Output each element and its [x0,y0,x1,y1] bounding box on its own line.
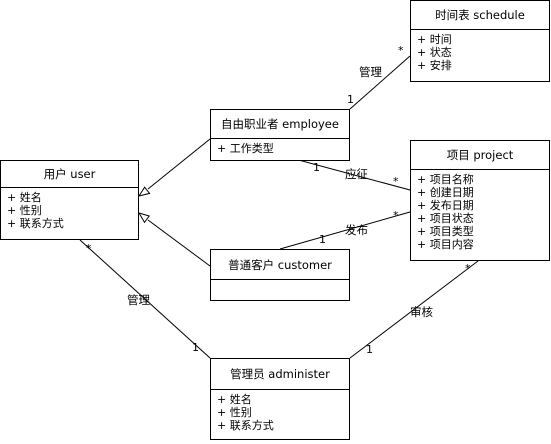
multiplicity-schedule: * [398,44,404,57]
multiplicity-admin-user: 1 [192,341,199,354]
class-employee-attributes: + 工作类型 [211,139,349,155]
multiplicity-project-review: * [465,262,471,275]
generalization-arrowhead-employee [137,186,151,197]
multiplicity-admin-project: 1 [366,343,373,356]
multiplicity-project-publish: * [393,209,399,222]
class-user-title: 用户 user [1,161,138,188]
class-user[interactable]: 用户 user + 姓名 + 性别 + 联系方式 [0,160,139,240]
class-employee-title: 自由职业者 employee [211,110,349,139]
attribute: + 状态 [417,46,452,59]
class-project-attributes: + 项目名称 + 创建日期 + 发布日期 + 项目状态 + 项目类型 + 项目内… [411,170,549,251]
attribute: + 项目名称 [417,173,474,186]
attribute: + 性别 [7,204,42,217]
multiplicity-employee-project: 1 [313,161,320,174]
attribute: + 姓名 [217,393,252,406]
attribute: + 时间 [417,33,452,46]
class-customer-title: 普通客户 customer [211,250,349,280]
association-label-apply: 应征 [345,167,368,181]
generalization-employee-user [147,138,211,190]
class-user-attributes: + 姓名 + 性别 + 联系方式 [1,188,138,230]
multiplicity-user: * [86,242,92,255]
association-review [349,260,479,359]
attribute: + 项目内容 [417,238,474,251]
class-employee[interactable]: 自由职业者 employee + 工作类型 [210,109,350,161]
association-label-publish: 发布 [345,223,368,237]
class-customer[interactable]: 普通客户 customer [210,249,350,301]
association-manage-schedule [349,55,411,110]
generalization-customer-user [147,219,211,267]
attribute: + 联系方式 [217,419,274,432]
association-label-manage-schedule: 管理 [359,65,382,79]
attribute: + 联系方式 [7,217,64,230]
multiplicity-customer-project: 1 [319,233,326,246]
attribute: + 创建日期 [417,186,474,199]
class-administer-attributes: + 姓名 + 性别 + 联系方式 [211,390,349,432]
association-publish [279,211,411,250]
class-schedule-title: 时间表 schedule [411,1,549,30]
class-administer-title: 管理员 administer [211,359,349,390]
attribute: + 工作类型 [217,142,274,155]
class-project[interactable]: 项目 project + 项目名称 + 创建日期 + 发布日期 + 项目状态 +… [410,140,550,261]
association-label-manage-user: 管理 [127,293,150,307]
attribute: + 安排 [417,59,452,72]
class-schedule[interactable]: 时间表 schedule + 时间 + 状态 + 安排 [410,0,550,82]
multiplicity-project-apply: * [393,175,399,188]
class-schedule-attributes: + 时间 + 状态 + 安排 [411,30,549,72]
association-manage-user [79,239,211,359]
class-project-title: 项目 project [411,141,549,170]
multiplicity-employee-schedule: 1 [347,93,354,106]
attribute: + 性别 [217,406,252,419]
class-administer[interactable]: 管理员 administer + 姓名 + 性别 + 联系方式 [210,358,350,440]
association-label-review: 审核 [410,305,433,319]
attribute: + 项目类型 [417,225,474,238]
attribute: + 项目状态 [417,212,474,225]
attribute: + 发布日期 [417,199,474,212]
generalization-arrowhead-customer [137,212,151,224]
attribute: + 姓名 [7,191,42,204]
class-customer-attributes [211,280,349,283]
